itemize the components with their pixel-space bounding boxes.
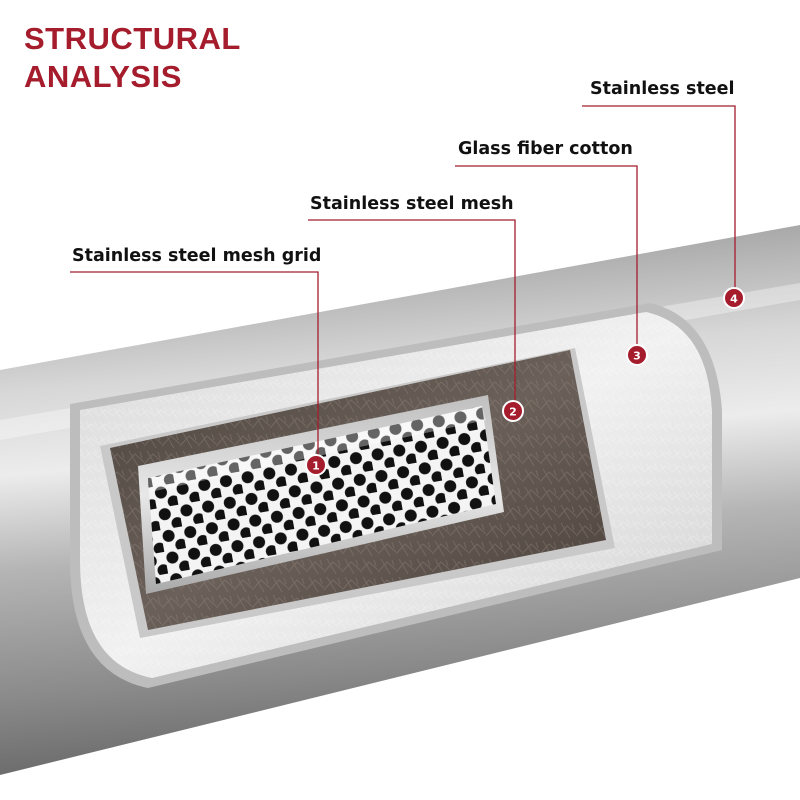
title-line-2: ANALYSIS	[24, 59, 182, 94]
leader-line-4	[582, 105, 736, 297]
badge-2: 2	[502, 400, 524, 422]
badge-2-number: 2	[509, 406, 517, 419]
leader-line-2	[308, 219, 516, 410]
badge-4: 4	[723, 287, 745, 309]
badge-3-number: 3	[633, 350, 641, 363]
badge-1: 1	[305, 454, 327, 476]
label-glass-fiber-cotton: Glass fiber cotton	[458, 139, 633, 159]
label-stainless-steel-mesh: Stainless steel mesh	[310, 194, 514, 214]
stainless-steel-mesh-grid	[148, 406, 496, 584]
leader-line-3	[455, 165, 638, 353]
leader-line-1	[70, 271, 319, 465]
badge-1-number: 1	[312, 460, 320, 473]
label-stainless-steel: Stainless steel	[590, 79, 735, 99]
badge-4-number: 4	[730, 293, 738, 306]
diagram-title: STRUCTURAL ANALYSIS	[24, 20, 241, 96]
title-line-1: STRUCTURAL	[24, 21, 241, 56]
label-stainless-steel-mesh-grid: Stainless steel mesh grid	[72, 246, 322, 266]
badge-3: 3	[626, 344, 648, 366]
